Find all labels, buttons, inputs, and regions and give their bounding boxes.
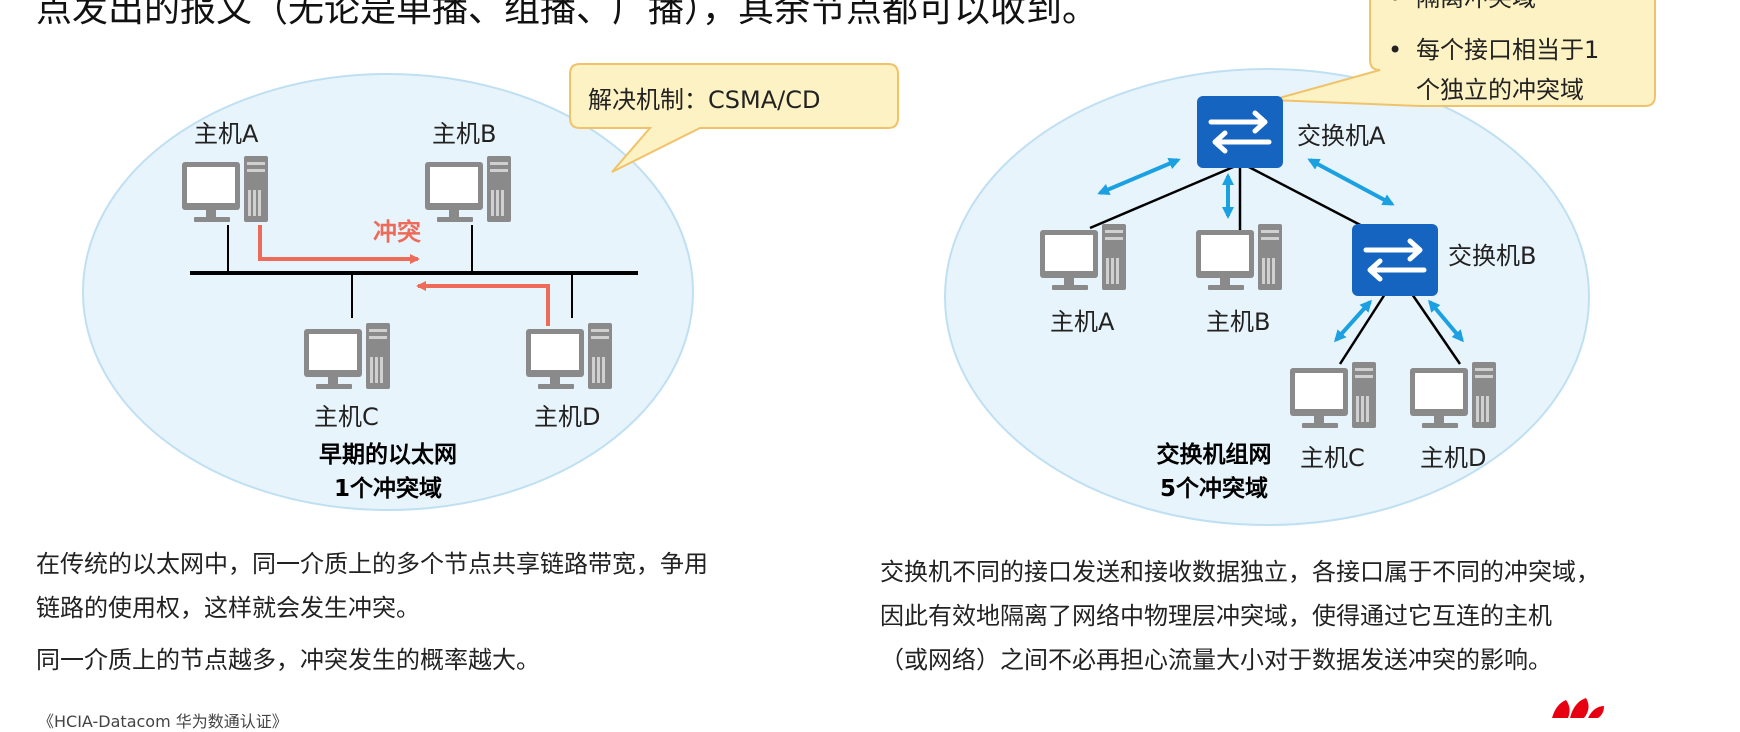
collision-arrow-2 <box>416 281 550 326</box>
right-desc-line1: 交换机不同的接口发送和接收数据独立，各接口属于不同的冲突域， <box>880 558 1600 586</box>
left-description: 在传统的以太网中，同一介质上的多个节点共享链路带宽，争用 链路的使用权，这样就会… <box>36 542 836 682</box>
right-caption-line2: 5个冲突域 <box>1160 475 1268 502</box>
host-b-label: 主机B <box>1206 308 1270 336</box>
left-callout: 解决机制：CSMA/CD <box>569 63 899 173</box>
callout-bullet-2-cont: 个独立的冲突域 <box>1416 76 1584 104</box>
switch-b-label: 交换机B <box>1448 242 1536 270</box>
link-arrow <box>1428 299 1464 343</box>
left-network-diagram: 解决机制：CSMA/CD 冲突 主机A 主机B 主机C 主机D 早期的以太网 1… <box>82 63 899 511</box>
left-desc-p2: 同一介质上的节点越多，冲突发生的概率越大。 <box>36 646 540 674</box>
collision-label: 冲突 <box>373 218 421 246</box>
left-desc-line2: 链路的使用权，这样就会发生冲突。 <box>36 594 420 622</box>
host-c-label: 主机C <box>314 403 379 431</box>
right-callout: • 隔离冲突域 • 每个接口相当于1 个独立的冲突域 <box>1271 0 1656 107</box>
footer-text: 《HCIA-Datacom 华为数通认证》 <box>38 712 288 731</box>
right-desc-line2: 因此有效地隔离了网络中物理层冲突域，使得通过它互连的主机 <box>880 602 1552 630</box>
right-caption-line1: 交换机组网 <box>1157 441 1272 468</box>
svg-text:•: • <box>1388 36 1402 64</box>
svg-text:•: • <box>1388 0 1402 12</box>
brand-logo <box>1552 698 1604 718</box>
header-text: 点发出的报文（无论是单播、组播、广播），其余节点都可以收到。 <box>36 0 1099 30</box>
host-b-label: 主机B <box>432 120 496 148</box>
callout-bullet-2: 每个接口相当于1 <box>1416 36 1599 64</box>
host-d-label: 主机D <box>1420 444 1486 472</box>
link-arrow <box>1307 158 1395 206</box>
right-description: 交换机不同的接口发送和接收数据独立，各接口属于不同的冲突域， 因此有效地隔离了网… <box>880 550 1740 682</box>
switch-a-icon <box>1197 96 1283 168</box>
collision-arrow-1 <box>258 225 420 264</box>
switch-b-icon <box>1352 224 1438 296</box>
host-d-label: 主机D <box>534 403 600 431</box>
left-caption-line1: 早期的以太网 <box>319 441 457 468</box>
link-arrow <box>1333 299 1373 343</box>
left-desc-line1: 在传统的以太网中，同一介质上的多个节点共享链路带宽，争用 <box>36 550 708 578</box>
host-c-label: 主机C <box>1300 444 1365 472</box>
host-a-label: 主机A <box>1050 308 1115 336</box>
right-desc-line3: （或网络）之间不必再担心流量大小对于数据发送冲突的影响。 <box>880 646 1552 674</box>
link-arrow <box>1097 157 1181 196</box>
switch-a-label: 交换机A <box>1297 122 1386 150</box>
callout-text: 解决机制：CSMA/CD <box>588 86 820 114</box>
right-network-diagram: • 隔离冲突域 • 每个接口相当于1 个独立的冲突域 交换机A 交换机B 主机A… <box>944 0 1656 526</box>
callout-bullet-1: 隔离冲突域 <box>1416 0 1536 12</box>
left-caption-line2: 1个冲突域 <box>334 475 442 502</box>
host-a-label: 主机A <box>194 120 259 148</box>
